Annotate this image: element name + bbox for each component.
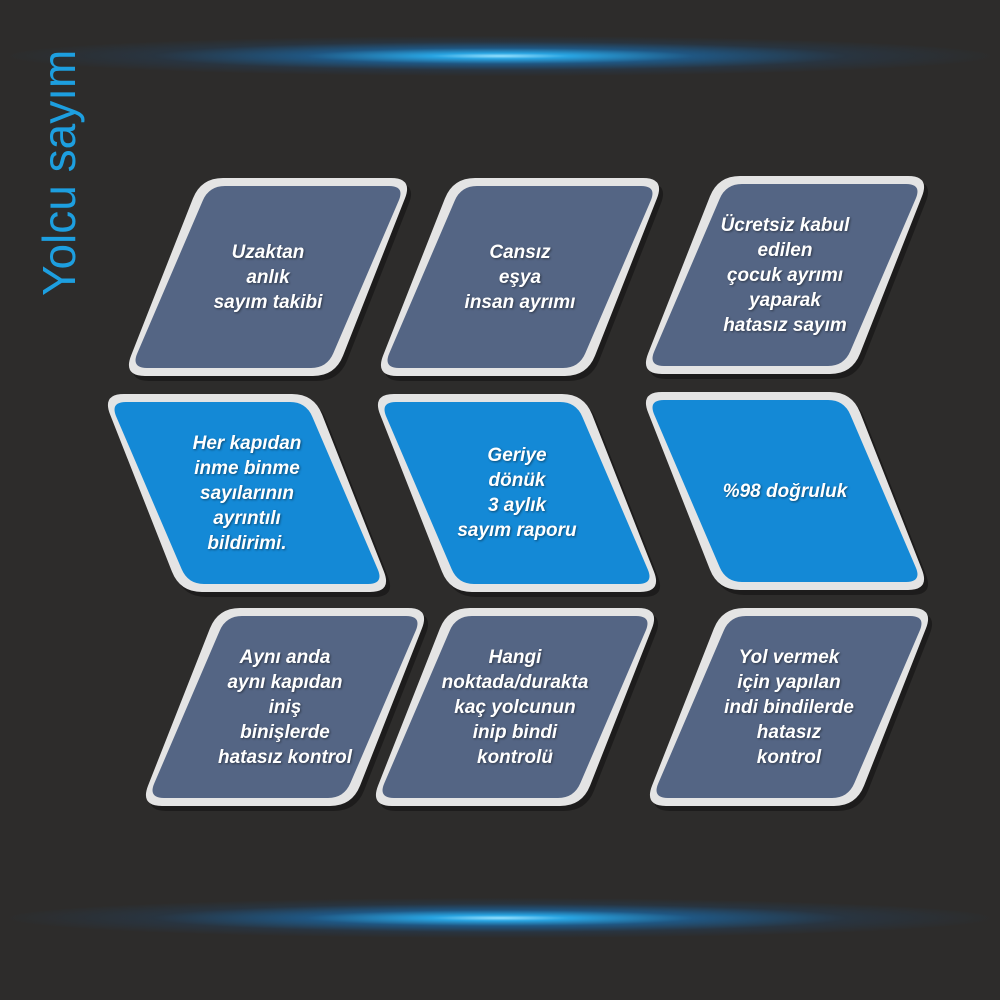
card-text-line: Yol vermek: [738, 646, 840, 668]
top-glow-line: [10, 36, 990, 76]
card-fill: [387, 186, 653, 368]
card-text-line: Hangi: [488, 646, 542, 668]
card-text-line: Her kapıdan: [192, 432, 302, 454]
card-child-distinction: Ücretsiz kabul edilen çocuk ayrımı yaparak h…: [640, 176, 930, 379]
card-text-line: Aynı anda: [239, 646, 331, 668]
card-text-line: Geriye: [487, 445, 547, 466]
card-shape: [380, 178, 664, 381]
card-remote-tracking: Uzaktan anlık sayım takibi: [123, 178, 413, 381]
card-text: Yol vermek için yapılan indi bindilerde hat…: [724, 608, 854, 806]
card-fill: [652, 184, 918, 366]
bottom-glow-line: [10, 898, 990, 938]
card-shape: [128, 178, 412, 381]
card-text-line: aynı kapıdan: [227, 671, 343, 693]
card-fill: [152, 616, 418, 798]
card-text-line: yaparak: [749, 289, 821, 311]
card-text-line: kontrol: [756, 746, 822, 768]
card-door-reporting: Her kapıdan inme binme sayılarının ayrıntıl…: [102, 394, 392, 597]
card-shape: [107, 394, 391, 597]
card-stop-control: Hangi noktada/durakta kaç yolcunun inip bin…: [370, 608, 660, 811]
card-same-door-control: Aynı anda aynı kapıdan iniş binişlerde hatas…: [140, 608, 430, 811]
card-accuracy: %98 doğruluk: [640, 392, 930, 595]
card-shape: [145, 608, 429, 811]
card-text: Ücretsiz kabul edilen çocuk ayrımı yaparak h…: [720, 176, 850, 374]
card-text: Her kapıdan inme binme sayılarının ayrıntıl…: [182, 394, 312, 592]
card-text-line: kaç yolcunun: [454, 696, 576, 718]
card-object-human: Cansız eşya insan ayrımı: [375, 178, 665, 381]
card-fill: [384, 402, 650, 584]
card-shape: [377, 394, 661, 597]
side-title: Yolcu sayım: [33, 49, 85, 296]
card-text: %98 doğruluk: [720, 392, 850, 590]
card-text-line: eşya: [498, 266, 542, 288]
card-text-line: iniş: [268, 696, 302, 718]
card-text-line: edilen: [757, 239, 813, 261]
card-text-line: inme binme: [194, 457, 300, 479]
card-text-line: sayım takibi: [213, 291, 323, 313]
card-backward-report: Geriye dönük 3 aylık sayım raporu: [372, 394, 662, 597]
card-text-line: Ücretsiz kabul: [720, 214, 850, 236]
card-text-line: %98 doğruluk: [722, 480, 848, 502]
card-text-line: kontrolü: [477, 746, 553, 768]
card-text-line: hatasız sayım: [723, 314, 847, 336]
card-text-line: dönük: [488, 470, 546, 491]
card-fill: [656, 616, 922, 798]
card-text: Uzaktan anlık sayım takibi: [203, 178, 333, 376]
card-text: Geriye dönük 3 aylık sayım raporu: [452, 394, 582, 592]
card-text-line: 3 aylık: [487, 495, 547, 516]
card-shape: [375, 608, 659, 811]
card-text-line: inip bindi: [472, 721, 558, 743]
card-text-line: indi bindilerde: [724, 696, 854, 718]
card-text-line: noktada/durakta: [441, 671, 589, 693]
card-text-line: anlık: [246, 266, 290, 288]
card-text-line: bildirimi.: [207, 532, 287, 554]
card-text-line: Cansız: [489, 241, 551, 263]
card-fill: [382, 616, 648, 798]
card-text-line: ayrıntılı: [213, 507, 281, 529]
card-fill: [652, 400, 918, 582]
card-fill: [135, 186, 401, 368]
card-fill: [114, 402, 380, 584]
card-text-line: hatasız kontrol: [217, 746, 353, 768]
card-text: Aynı anda aynı kapıdan iniş binişlerde hatas…: [217, 608, 353, 806]
card-text-line: sayılarının: [200, 482, 294, 504]
card-text: Cansız eşya insan ayrımı: [455, 178, 585, 376]
card-shape: [645, 392, 929, 595]
card-text-line: insan ayrımı: [464, 291, 576, 313]
card-text: Hangi noktada/durakta kaç yolcunun inip bin…: [442, 608, 589, 806]
card-text-line: sayım raporu: [457, 520, 577, 541]
card-shape: [649, 608, 933, 811]
card-text-line: binişlerde: [240, 721, 330, 743]
card-text-line: Uzaktan: [231, 241, 305, 263]
card-shape: [645, 176, 929, 379]
card-text-line: hatasız: [756, 721, 822, 743]
card-text-line: için yapılan: [737, 671, 841, 693]
card-yield-control: Yol vermek için yapılan indi bindilerde hat…: [644, 608, 934, 811]
card-text-line: çocuk ayrımı: [726, 264, 844, 286]
